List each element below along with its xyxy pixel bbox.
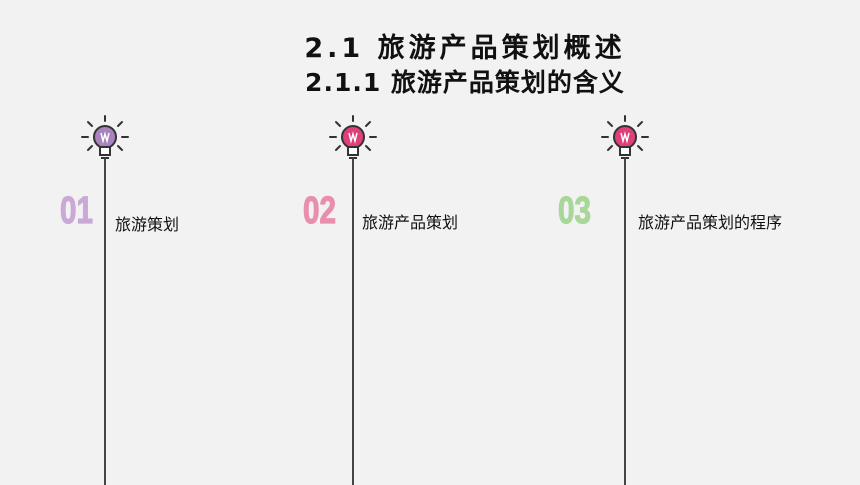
timeline-line — [352, 158, 354, 485]
item-number: 03 — [558, 190, 592, 232]
lightbulb-icon — [81, 115, 129, 159]
subsection-title: 2.1.1 旅游产品策划的含义 — [305, 68, 625, 97]
timeline-line — [104, 158, 106, 485]
section-title: 2.1 旅游产品策划概述 — [304, 33, 626, 64]
lightbulb-icon — [329, 115, 377, 159]
item-number: 01 — [60, 190, 94, 232]
timeline-line — [624, 158, 626, 485]
item-label: 旅游策划 — [115, 215, 180, 234]
lightbulb-icon — [601, 115, 649, 159]
item-label: 旅游产品策划 — [362, 213, 459, 232]
item-label: 旅游产品策划的程序 — [638, 213, 783, 232]
item-number: 02 — [303, 190, 337, 232]
